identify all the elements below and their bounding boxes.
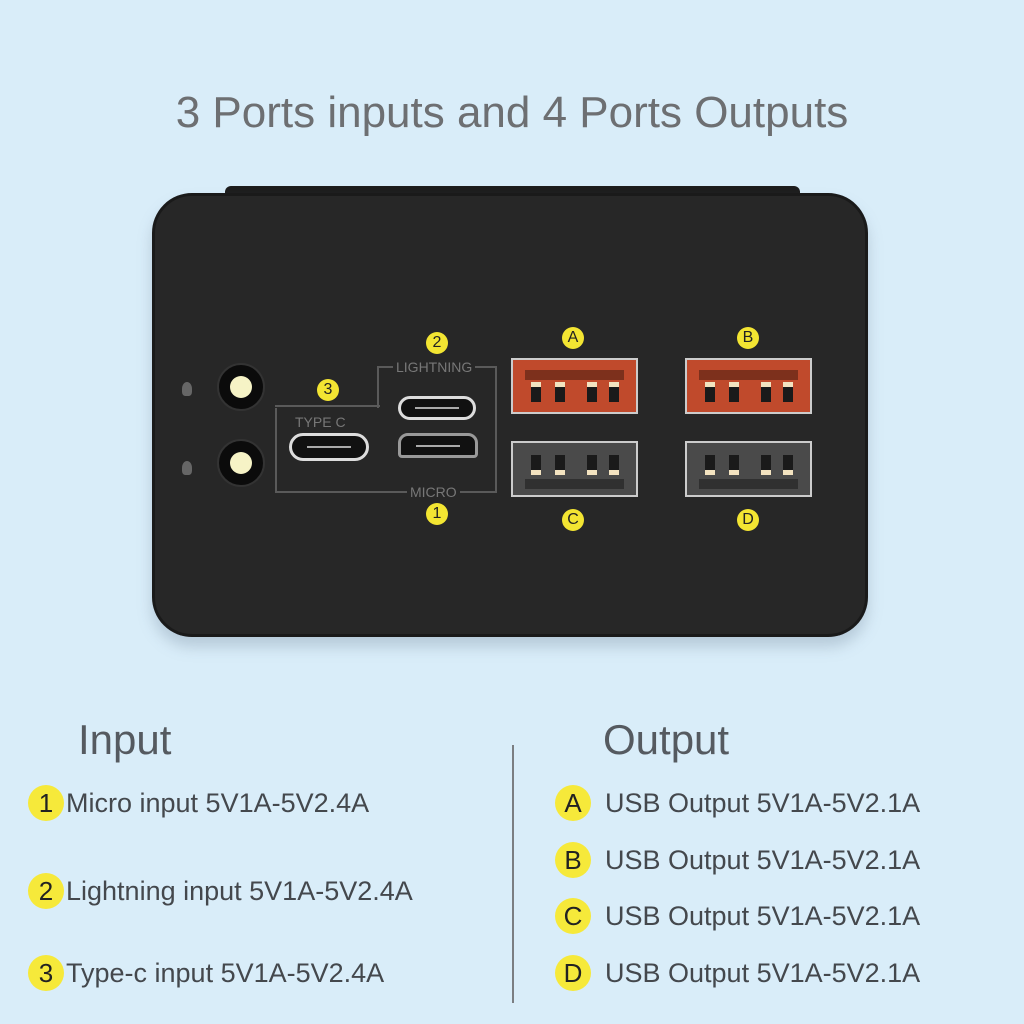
usb-port-d	[685, 441, 812, 497]
column-divider	[512, 745, 514, 1003]
usb-port-b	[685, 358, 812, 414]
power-bank: LIGHTNING TYPE C MICRO 2 3 1 A B C D	[152, 193, 868, 637]
input-frame-line	[275, 405, 380, 407]
output-letter: D	[555, 955, 591, 991]
output-item: B USB Output 5V1A-5V2.1A	[555, 842, 920, 878]
lightning-label: LIGHTNING	[393, 359, 476, 375]
output-item: C USB Output 5V1A-5V2.1A	[555, 898, 920, 934]
indicator-bulb-icon	[182, 382, 192, 396]
input-frame	[275, 408, 497, 493]
input-heading: Input	[78, 716, 172, 763]
marker-1: 1	[426, 503, 448, 525]
usb-port-c	[511, 441, 638, 497]
type-c-port	[289, 433, 369, 461]
input-text: Lightning input 5V1A-5V2.4A	[66, 875, 413, 906]
led-indicator	[217, 439, 265, 487]
marker-b: B	[737, 327, 759, 349]
led-indicator	[217, 363, 265, 411]
marker-a: A	[562, 327, 584, 349]
output-text: USB Output 5V1A-5V2.1A	[605, 900, 921, 931]
marker-c: C	[562, 509, 584, 531]
output-letter: B	[555, 842, 591, 878]
output-text: USB Output 5V1A-5V2.1A	[605, 957, 921, 988]
output-text: USB Output 5V1A-5V2.1A	[605, 844, 921, 875]
input-number: 1	[28, 785, 64, 821]
input-number: 2	[28, 873, 64, 909]
page-title: 3 Ports inputs and 4 Ports Outputs	[175, 88, 849, 137]
output-heading: Output	[603, 716, 730, 763]
output-item: A USB Output 5V1A-5V2.1A	[555, 785, 920, 821]
output-text: USB Output 5V1A-5V2.1A	[605, 787, 921, 818]
input-text: Type-c input 5V1A-5V2.4A	[66, 957, 385, 988]
micro-label: MICRO	[407, 484, 460, 500]
micro-usb-port	[398, 433, 478, 458]
marker-3: 3	[317, 379, 339, 401]
input-text: Micro input 5V1A-5V2.4A	[66, 787, 370, 818]
indicator-bulb-icon	[182, 461, 192, 475]
marker-d: D	[737, 509, 759, 531]
type-c-label: TYPE C	[295, 414, 346, 430]
output-item: D USB Output 5V1A-5V2.1A	[555, 955, 920, 991]
output-letter: A	[555, 785, 591, 821]
marker-2: 2	[426, 332, 448, 354]
input-number: 3	[28, 955, 64, 991]
output-letter: C	[555, 898, 591, 934]
lightning-port	[398, 396, 476, 420]
usb-port-a	[511, 358, 638, 414]
